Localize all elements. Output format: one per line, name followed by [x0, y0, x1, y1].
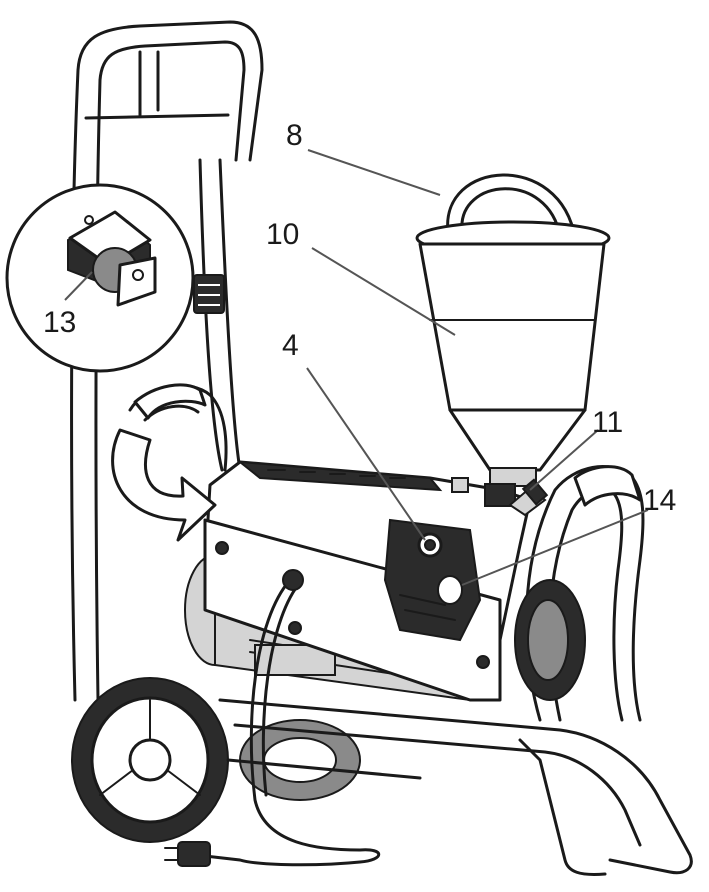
leader-4 — [306, 367, 426, 541]
callout-11: 11 — [592, 406, 623, 439]
left-handle — [128, 383, 228, 472]
callout-14: 14 — [643, 484, 676, 517]
outlet-fitting — [451, 477, 469, 493]
callout-13: 13 — [43, 306, 76, 339]
cart-frame — [70, 20, 264, 702]
leader-11 — [529, 429, 599, 491]
leader-14 — [461, 509, 649, 586]
base-frame — [218, 698, 693, 876]
callout-10: 10 — [266, 218, 299, 251]
callout-4: 4 — [282, 329, 299, 362]
pressure-fitting — [508, 478, 549, 517]
leader-13 — [64, 271, 93, 301]
pump-mechanism — [383, 518, 482, 642]
callout-8: 8 — [286, 119, 303, 152]
cart-wheel — [71, 677, 229, 843]
detail-magnifier — [5, 183, 217, 542]
material-hopper — [415, 173, 611, 507]
leader-lines — [64, 149, 649, 586]
leader-8 — [307, 149, 441, 196]
leader-10 — [311, 247, 456, 336]
power-cord — [164, 569, 381, 867]
